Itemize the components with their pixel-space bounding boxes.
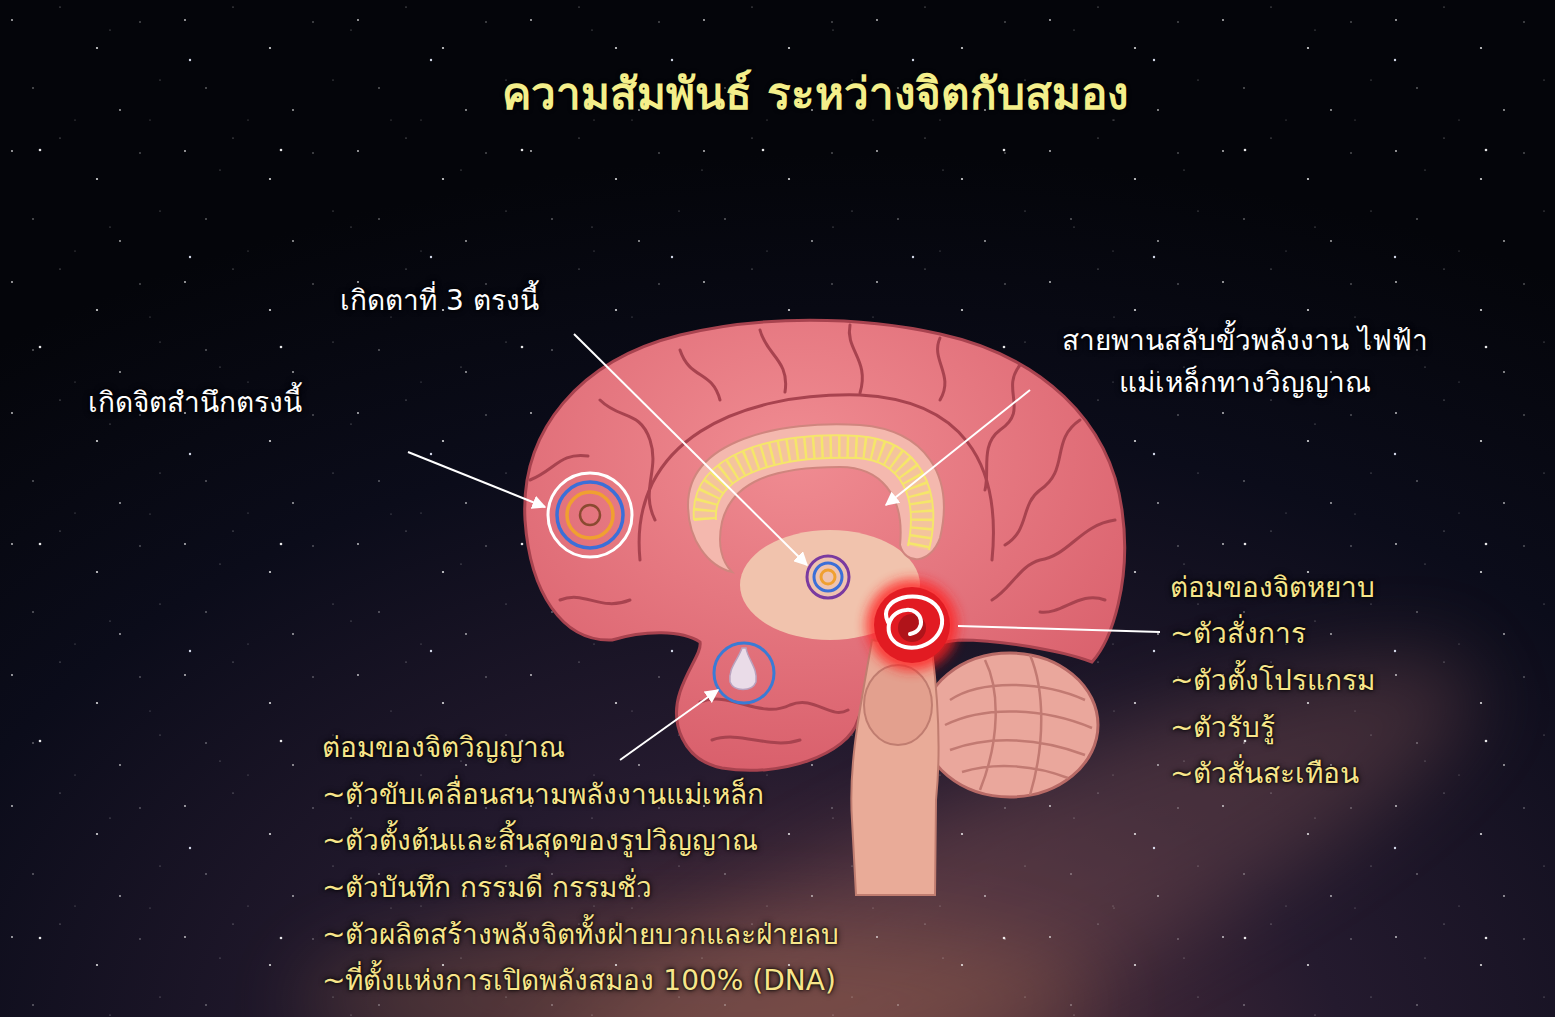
cerebellum bbox=[922, 653, 1098, 797]
pineal-spiral bbox=[886, 596, 942, 647]
pineal-gland bbox=[866, 579, 958, 671]
gyri bbox=[530, 325, 1115, 743]
sulcus bbox=[992, 520, 1115, 600]
list-heading: ต่อมของจิตหยาบ bbox=[1170, 570, 1375, 606]
pituitary-body bbox=[730, 648, 757, 690]
leader-line bbox=[958, 626, 1160, 632]
list-item: ~ตัวตั้งต้นและสิ้นสุดของรูปวิญญาณ bbox=[322, 823, 758, 859]
energy-coil bbox=[694, 435, 933, 550]
marker-ring bbox=[567, 492, 613, 538]
cerebellum-body bbox=[922, 653, 1098, 797]
list-item: ~ตัวสั่งการ bbox=[1170, 616, 1306, 652]
marker-ring bbox=[580, 505, 600, 525]
brainstem bbox=[851, 640, 938, 895]
list-item: ~ที่ตั้งแห่งการเปิดพลังสมอง 100% (DNA) bbox=[322, 963, 836, 999]
pineal-disc bbox=[874, 587, 950, 663]
list-item: ~ตัวบันทึก กรรมดี กรรมชั่ว bbox=[322, 870, 652, 906]
sulcus bbox=[680, 350, 720, 400]
sulcus bbox=[560, 597, 630, 603]
marker-ring bbox=[807, 556, 849, 598]
sulcus bbox=[712, 737, 800, 743]
sulcus bbox=[530, 455, 588, 480]
sulcus bbox=[1005, 420, 1080, 545]
sulcus bbox=[938, 338, 945, 400]
leader-arrow bbox=[886, 390, 1030, 505]
list-item: ~ตัวผลิตสร้างพลังจิตทั้งฝ่ายบวกและฝ่ายลบ bbox=[322, 917, 839, 953]
pons bbox=[864, 665, 932, 745]
cerebellum-folia bbox=[945, 655, 1092, 795]
marker-ring bbox=[557, 482, 623, 548]
leader-arrow bbox=[574, 334, 807, 565]
leader-arrow bbox=[408, 452, 545, 507]
marker-ring bbox=[548, 473, 632, 557]
list-heading: ต่อมของจิตวิญญาณ bbox=[322, 730, 565, 766]
diagram-title: ความสัมพันธ์ ระหว่างจิตกับสมอง bbox=[502, 58, 1128, 128]
leader-arrow bbox=[620, 690, 718, 760]
pituitary-ring bbox=[714, 643, 774, 703]
callout-label: เกิดตาที่ 3 ตรงนี้ bbox=[340, 283, 539, 319]
list-item: ~ตัวสั่นสะเทือน bbox=[1170, 756, 1359, 792]
sulcus bbox=[700, 699, 848, 712]
corpus-callosum bbox=[688, 424, 944, 572]
pineal-glow bbox=[866, 579, 958, 671]
callout-label: เกิดจิตสำนึกตรงนี้ bbox=[88, 385, 302, 421]
callout-label: สายพานสลับขั้วพลังงาน ไฟฟ้าแม่เหล็กทางวิ… bbox=[1045, 320, 1445, 404]
leader-lines bbox=[408, 334, 1160, 760]
sulcus bbox=[985, 365, 1020, 490]
pituitary-gland bbox=[714, 643, 774, 703]
list-item: ~ตัวขับเคลื่อนสนามพลังงานแม่เหล็ก bbox=[322, 777, 764, 813]
marker-ring bbox=[821, 570, 835, 584]
cerebrum bbox=[525, 320, 1125, 770]
sulcus bbox=[760, 330, 786, 392]
list-item: ~ตัวตั้งโปรแกรม bbox=[1170, 663, 1375, 699]
sulcus bbox=[849, 325, 862, 393]
coil-edge bbox=[694, 435, 933, 550]
consciousness-marker bbox=[548, 473, 632, 557]
third-eye-marker bbox=[807, 556, 849, 598]
list-item: ~ตัวรับรู้ bbox=[1170, 710, 1275, 746]
sulcus bbox=[1040, 598, 1105, 613]
marker-ring bbox=[814, 563, 842, 591]
coil-edge bbox=[716, 458, 911, 546]
